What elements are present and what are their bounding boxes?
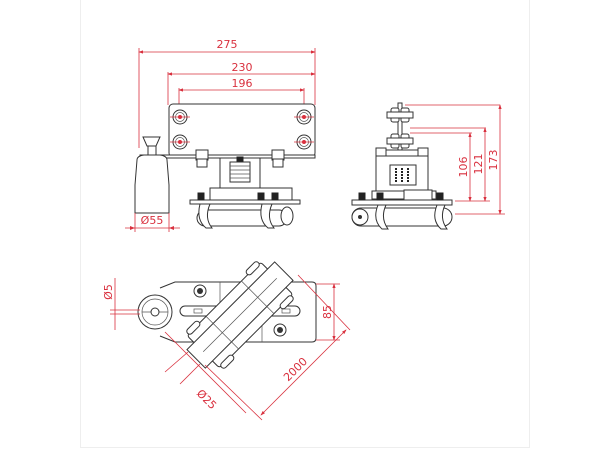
- bolt-icon: [376, 192, 384, 201]
- dim-275-label: 275: [217, 38, 238, 51]
- front-view: [125, 48, 316, 232]
- dim-85-label: 85: [321, 305, 334, 319]
- dim-2000-line: [260, 329, 347, 416]
- dim-196-label: 196: [232, 77, 253, 90]
- hanger: [375, 204, 389, 230]
- rotated-trolley: [186, 261, 294, 369]
- dim-2000-label: 2000: [281, 355, 310, 384]
- cylinder: [134, 154, 170, 214]
- dim-55-label: Ø55: [141, 214, 164, 227]
- dim-5-label: Ø5: [102, 284, 115, 300]
- side-base: [351, 199, 453, 206]
- hanger: [260, 203, 276, 229]
- bolt-icon: [358, 192, 366, 201]
- knob-icon: [142, 136, 161, 147]
- top-plate: [168, 103, 316, 158]
- label-text-icon: [395, 168, 409, 182]
- side-view: [351, 102, 505, 230]
- plate-bolt-icon: [170, 109, 314, 150]
- lower-base: [209, 187, 293, 201]
- bolt-icon: [271, 192, 279, 201]
- spring-icon: [229, 156, 251, 183]
- tube: [196, 209, 288, 227]
- dim-106-label: 106: [457, 157, 470, 178]
- top-view: [110, 261, 351, 421]
- dim-173-label: 173: [487, 150, 500, 171]
- bolt-icon: [257, 192, 265, 201]
- bolt-icon: [436, 192, 444, 201]
- dim-25-label: Ø25: [194, 387, 219, 412]
- dim-121-label: 121: [472, 154, 485, 175]
- drawing-frame: [80, 0, 530, 448]
- dim-230-label: 230: [232, 61, 253, 74]
- hanger: [434, 204, 448, 230]
- hanger: [198, 203, 214, 229]
- bolt-icon: [197, 192, 205, 201]
